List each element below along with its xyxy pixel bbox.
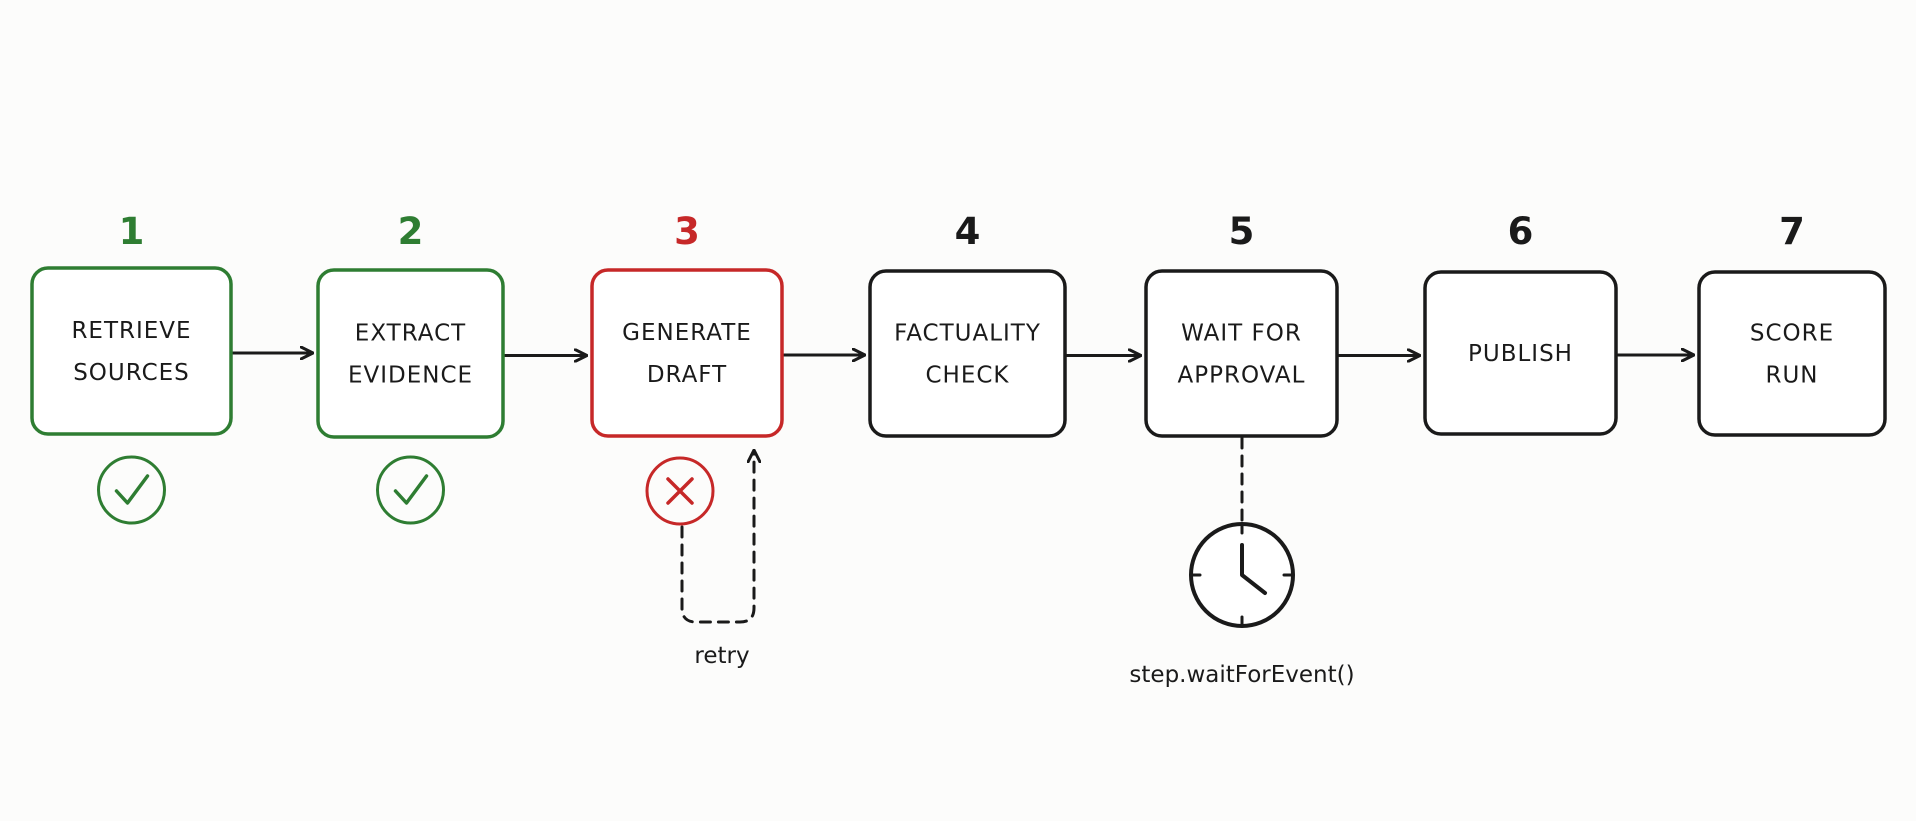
retry-loop-arrow: retry — [680, 451, 754, 669]
step-label-line: EVIDENCE — [348, 363, 473, 389]
step-number: 6 — [1508, 210, 1534, 253]
extras-layer: retry step.waitForEvent() — [680, 436, 1355, 688]
step-label-line: SOURCES — [73, 360, 190, 386]
step-box — [30, 266, 233, 436]
step-label-line: DRAFT — [647, 362, 727, 388]
connector-arrows — [231, 353, 1693, 356]
step-number: 2 — [398, 210, 424, 253]
step-label-line: EXTRACT — [355, 321, 466, 347]
clock-icon — [1189, 522, 1295, 628]
step-label-line: RUN — [1765, 363, 1818, 389]
check-icon — [97, 455, 166, 525]
x-icon — [645, 456, 715, 526]
step-box — [590, 268, 784, 438]
wait-label: step.waitForEvent() — [1129, 662, 1354, 688]
step-box — [1144, 269, 1339, 438]
step-label-line: PUBLISH — [1468, 341, 1573, 367]
step-number: 4 — [955, 210, 981, 253]
wait-for-event: step.waitForEvent() — [1129, 436, 1355, 688]
step-box — [316, 268, 505, 439]
step-label-line: APPROVAL — [1178, 363, 1306, 389]
retry-label: retry — [694, 643, 749, 669]
step-number: 7 — [1779, 210, 1805, 253]
step-label-line: SCORE — [1750, 321, 1834, 347]
step-label-line: GENERATE — [622, 320, 752, 346]
step-box — [1423, 270, 1618, 436]
step-box — [868, 269, 1067, 438]
step-number: 3 — [674, 210, 700, 253]
check-icon — [376, 455, 445, 525]
step-label-line: RETRIEVE — [71, 318, 191, 344]
step-label-line: FACTUALITY — [894, 321, 1041, 347]
step-number: 1 — [119, 210, 145, 253]
step-label-line: WAIT FOR — [1181, 321, 1302, 347]
step-box — [1697, 270, 1887, 437]
step-number: 5 — [1229, 210, 1255, 253]
step-label-line: CHECK — [925, 363, 1009, 389]
